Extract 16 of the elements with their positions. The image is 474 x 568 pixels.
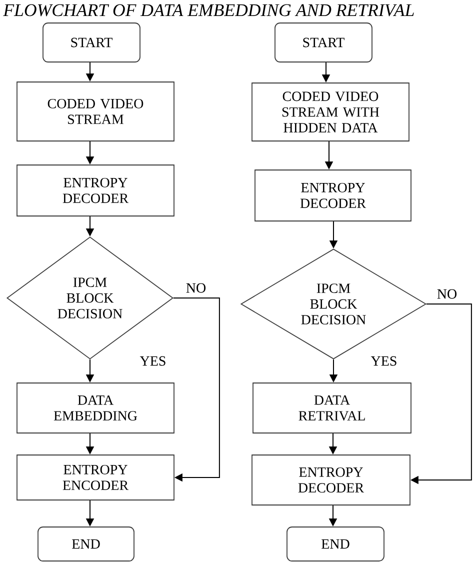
terminal-box: END — [286, 526, 384, 562]
process-box: ENTROPY DECODER — [16, 164, 174, 216]
process-box: DATA EMBEDDING — [16, 382, 174, 434]
title: FLOWCHART OF DATA EMBEDDING AND RETRIVAL — [3, 4, 414, 16]
process-box: ENTROPY ENCODER — [16, 454, 174, 500]
process-box: CODED VIDEO STREAM — [16, 82, 174, 142]
process-box: ENTROPY DECODER — [252, 454, 410, 506]
arrow — [172, 298, 220, 482]
process-box: CODED VIDEO STREAM WITH HIDDEN DATA — [252, 82, 410, 142]
edge-label: NO — [184, 282, 208, 294]
terminal-box: END — [38, 526, 134, 562]
terminal-box: START — [42, 22, 140, 62]
process-box: DATA RETRIVAL — [252, 382, 412, 434]
process-box: ENTROPY DECODER — [254, 170, 412, 222]
edge-label: NO — [436, 288, 458, 300]
terminal-box: START — [274, 22, 372, 62]
